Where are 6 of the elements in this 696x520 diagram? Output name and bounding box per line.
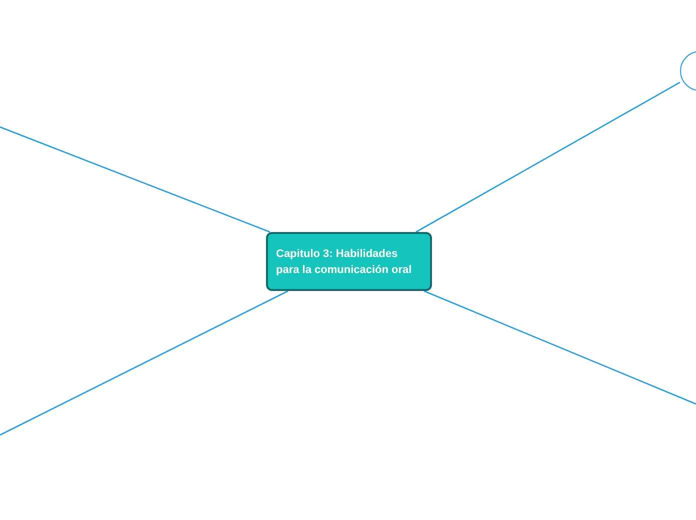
connector-line (416, 82, 680, 233)
connector-line (0, 290, 288, 436)
topic-title: Capitulo 3: Habilidades para la comunicación oral (276, 246, 413, 278)
connector-line (424, 290, 696, 405)
central-topic-box (266, 232, 432, 291)
connector-line (0, 126, 270, 233)
